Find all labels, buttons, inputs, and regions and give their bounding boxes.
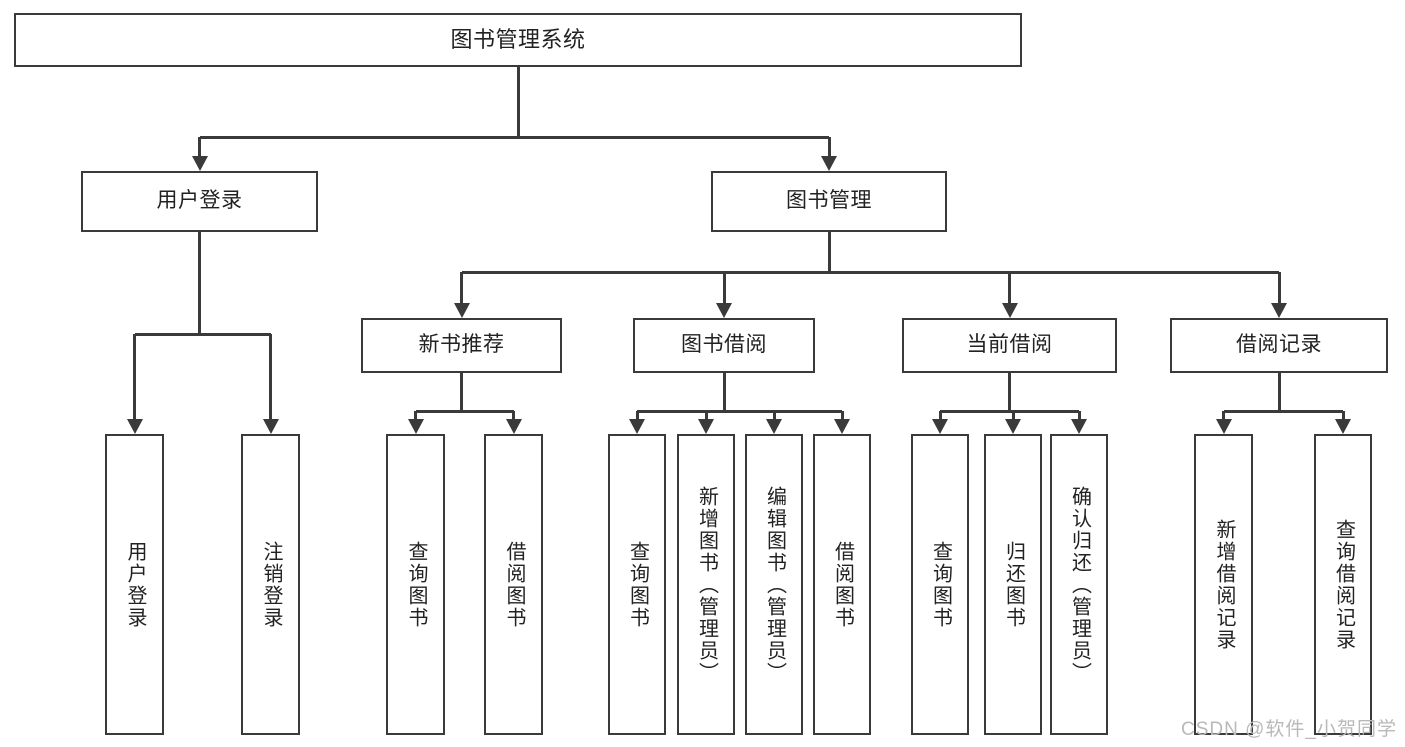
arrow-head-icon: [834, 419, 850, 434]
leaf-node-label: 借阅图书: [503, 540, 525, 629]
submodule-node-label: 图书借阅: [681, 333, 767, 357]
submodule-node-0[interactable]: 新书推荐: [361, 318, 562, 373]
module-node-0[interactable]: 用户登录: [81, 171, 318, 232]
connector-branch: [827, 137, 831, 157]
connector-trunk: [827, 232, 831, 272]
arrow-head-icon: [505, 419, 522, 434]
connector-trunk: [460, 373, 463, 411]
leaf-node-label: 新增借阅记录: [1213, 518, 1235, 651]
connector-bus: [415, 409, 514, 413]
leaf-node-7[interactable]: 借阅图书: [813, 434, 871, 735]
connector-trunk: [516, 67, 520, 137]
connector-bus: [461, 270, 1279, 274]
leaf-node-4[interactable]: 查询图书: [608, 434, 666, 735]
connector-branch: [938, 411, 942, 420]
submodule-node-label: 借阅记录: [1236, 333, 1322, 357]
leaf-node-3[interactable]: 借阅图书: [484, 434, 543, 735]
connector-branch: [840, 411, 844, 420]
root-node-label: 图书管理系统: [450, 27, 586, 53]
leaf-node-label: 注销登录: [260, 540, 282, 629]
connector-branch: [1341, 411, 1345, 420]
arrow-head-icon: [821, 156, 837, 171]
connector-branch: [133, 334, 136, 420]
leaf-node-0[interactable]: 用户登录: [105, 434, 164, 735]
arrow-head-icon: [1001, 303, 1018, 318]
connector-bus: [199, 135, 829, 139]
arrow-head-icon: [1215, 419, 1232, 434]
connector-trunk: [198, 232, 201, 334]
leaf-node-label: 查询图书: [405, 540, 427, 629]
connector-branch: [1277, 272, 1281, 304]
connector-branch: [414, 411, 417, 420]
leaf-node-label: 新增图书（管理员）: [695, 485, 718, 684]
leaf-node-6[interactable]: 编辑图书（管理员）: [745, 434, 803, 735]
connector-bus: [1223, 409, 1343, 413]
leaf-node-5[interactable]: 新增图书（管理员）: [677, 434, 735, 735]
connector-branch: [1008, 272, 1011, 304]
arrow-head-icon: [766, 419, 782, 434]
arrow-head-icon: [1005, 419, 1021, 434]
leaf-node-12[interactable]: 查询借阅记录: [1314, 434, 1372, 735]
connector-trunk: [722, 373, 726, 411]
arrow-head-icon: [1271, 303, 1287, 318]
arrow-head-icon: [262, 419, 279, 434]
connector-trunk: [1008, 373, 1011, 411]
connector-branch: [1222, 411, 1225, 420]
connector-branch: [1011, 411, 1015, 420]
leaf-node-label: 编辑图书（管理员）: [763, 485, 786, 684]
submodule-node-2[interactable]: 当前借阅: [902, 318, 1117, 373]
arrow-head-icon: [453, 303, 470, 318]
connector-branch: [722, 272, 726, 304]
leaf-node-9[interactable]: 归还图书: [984, 434, 1042, 735]
arrow-head-icon: [407, 419, 424, 434]
connector-trunk: [1277, 373, 1281, 411]
connector-branch: [198, 137, 201, 157]
connector-branch: [772, 411, 776, 420]
root-node-0[interactable]: 图书管理系统: [14, 13, 1022, 67]
submodule-node-label: 当前借阅: [966, 333, 1053, 357]
module-node-1[interactable]: 图书管理: [711, 171, 947, 232]
connector-branch: [269, 334, 272, 420]
connector-bus: [940, 409, 1079, 413]
connector-bus: [637, 409, 842, 413]
leaf-node-label: 查询借阅记录: [1332, 518, 1355, 651]
leaf-node-11[interactable]: 新增借阅记录: [1194, 434, 1253, 735]
connector-branch: [704, 411, 708, 420]
connector-bus: [134, 332, 271, 336]
leaf-node-label: 用户登录: [124, 540, 146, 629]
leaf-node-10[interactable]: 确认归还（管理员）: [1050, 434, 1108, 735]
submodule-node-label: 新书推荐: [418, 333, 505, 357]
leaf-node-2[interactable]: 查询图书: [386, 434, 445, 735]
arrow-head-icon: [932, 419, 948, 434]
module-node-label: 用户登录: [156, 189, 243, 213]
submodule-node-3[interactable]: 借阅记录: [1170, 318, 1388, 373]
leaf-node-label: 确认归还（管理员）: [1068, 485, 1091, 684]
arrow-head-icon: [1335, 419, 1351, 434]
connector-branch: [460, 272, 463, 304]
connector-branch: [635, 411, 639, 420]
leaf-node-8[interactable]: 查询图书: [911, 434, 969, 735]
leaf-node-label: 归还图书: [1002, 540, 1025, 629]
arrow-head-icon: [716, 303, 732, 318]
leaf-node-1[interactable]: 注销登录: [241, 434, 300, 735]
submodule-node-1[interactable]: 图书借阅: [633, 318, 815, 373]
module-node-label: 图书管理: [786, 189, 872, 213]
arrow-head-icon: [126, 419, 143, 434]
arrow-head-icon: [191, 156, 208, 171]
leaf-node-label: 查询图书: [929, 540, 952, 629]
connector-branch: [512, 411, 515, 420]
leaf-node-label: 借阅图书: [831, 540, 854, 629]
arrow-head-icon: [1071, 419, 1087, 434]
arrow-head-icon: [698, 419, 714, 434]
leaf-node-label: 查询图书: [626, 540, 649, 629]
connector-branch: [1077, 411, 1081, 420]
arrow-head-icon: [629, 419, 645, 434]
